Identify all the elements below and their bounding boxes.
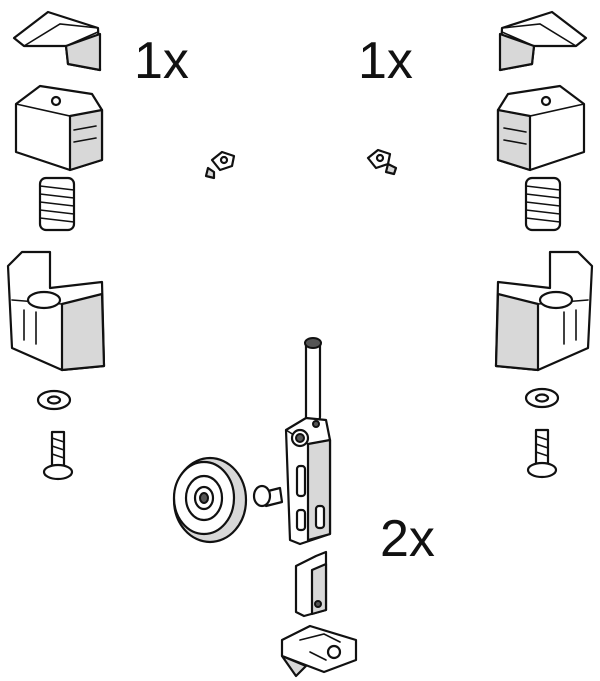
right-bracket (494, 250, 594, 372)
qty-label-top-left: 1x (134, 32, 189, 90)
left-end-cap (12, 10, 102, 72)
right-screw (526, 428, 558, 479)
right-slide-housing (496, 84, 586, 172)
left-spring (38, 176, 76, 232)
left-slide-housing (14, 84, 104, 172)
roller-carrier (284, 416, 332, 546)
left-washer (36, 389, 72, 411)
qty-label-bottom: 2x (380, 510, 435, 568)
right-end-cap (498, 10, 588, 72)
right-small-fastener (366, 148, 398, 176)
axle-pin (304, 337, 322, 422)
guide-base (280, 624, 358, 678)
carrier-clip (294, 550, 328, 618)
qty-label-top-right: 1x (358, 32, 413, 90)
right-washer (524, 387, 560, 409)
left-small-fastener (204, 150, 236, 180)
wheel-bolt (252, 484, 284, 508)
right-spring (524, 176, 562, 232)
left-bracket (6, 250, 106, 372)
left-screw (42, 430, 74, 481)
roller-wheel (172, 456, 248, 544)
